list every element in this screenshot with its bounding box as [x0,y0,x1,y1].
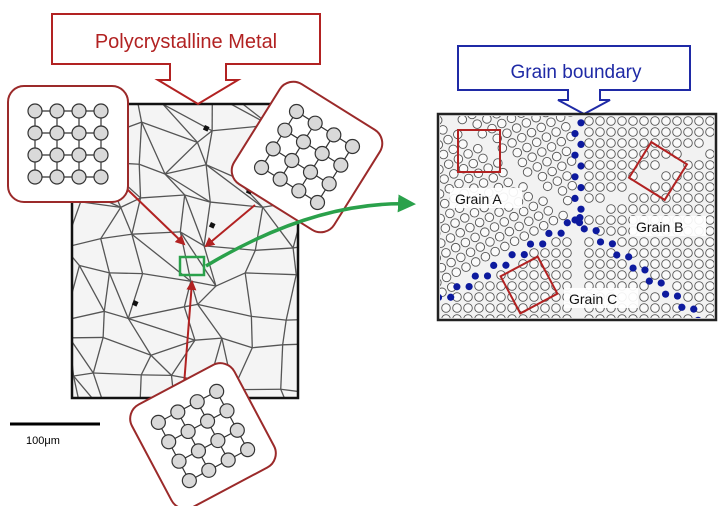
grain-c-frame [499,255,559,315]
lattice-callout-rotated [230,80,384,234]
polycrystalline-metal-title: Polycrystalline Metal [95,31,277,53]
zoom-region-box [178,255,206,277]
zoomed-atomic-view: Grain A Grain B Grain C [436,112,718,322]
grain-boundary-callout: Grain boundary [457,45,691,116]
rotated-lattice-icon [253,103,361,211]
scale-bar: 100μm [10,422,100,447]
polycrystalline-metal-callout: Polycrystalline Metal [51,13,321,106]
atom-field [440,116,714,318]
grain-b-frame [627,140,689,202]
zoom-arrow [205,194,416,268]
lattice-callout-square [7,85,129,203]
lattice-arrows [127,189,256,386]
square-lattice-icon [27,103,109,185]
grain-a-frame [457,129,501,173]
grain-a-label: Grain A [455,191,502,207]
scale-bar-label: 100μm [26,435,60,447]
grain-boundary-title: Grain boundary [511,62,642,83]
lattice-callout-bottom [129,362,277,506]
grain-b-label: Grain B [636,219,683,235]
grain-frames [457,129,689,315]
grain-c-label: Grain C [569,291,617,307]
bottom-lattice-icon [150,383,256,489]
